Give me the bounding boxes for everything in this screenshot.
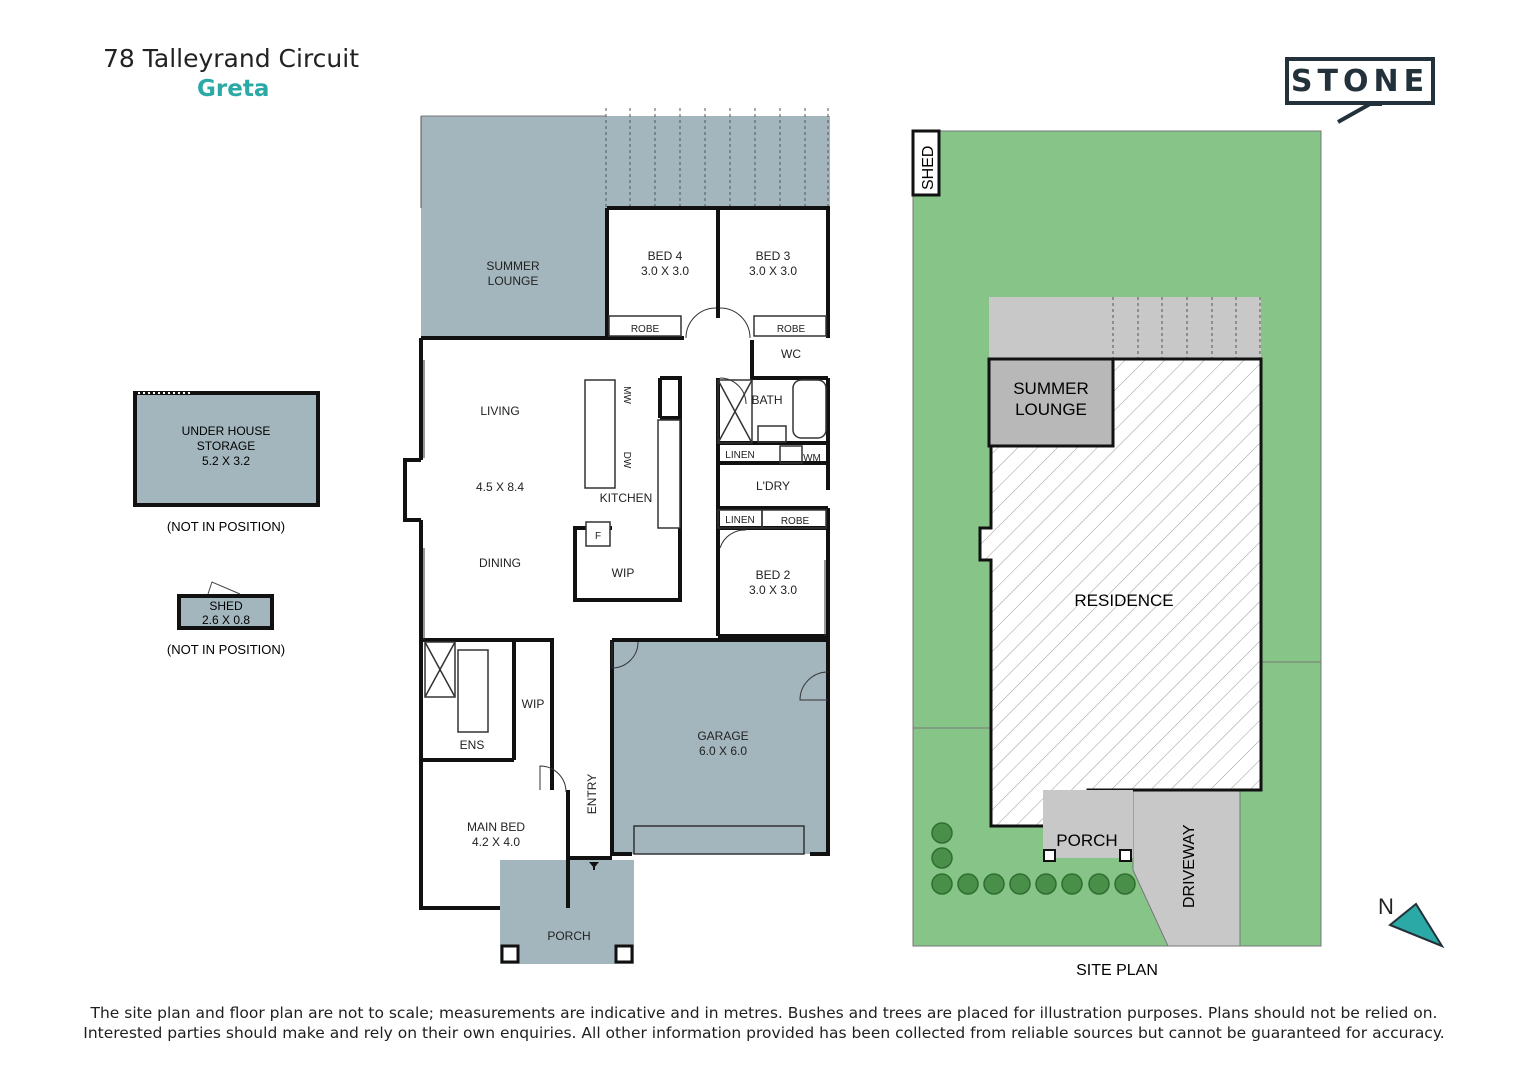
wm-label: WM bbox=[803, 453, 821, 464]
dining-label: DINING bbox=[479, 556, 521, 570]
living-label: LIVING bbox=[480, 404, 519, 418]
disclaimer: The site plan and floor plan are not to … bbox=[0, 1003, 1528, 1043]
property-address: 78 Talleyrand Circuit bbox=[103, 44, 360, 73]
summer-lounge-label-1: SUMMER bbox=[486, 259, 540, 273]
porch-label: PORCH bbox=[547, 929, 590, 943]
garage-label: GARAGE bbox=[697, 729, 748, 743]
ensuite-label: ENS bbox=[460, 738, 485, 752]
wip-kitchen-label: WIP bbox=[612, 566, 635, 580]
kitchen-label: KITCHEN bbox=[600, 491, 653, 505]
north-arrow-icon bbox=[1388, 902, 1445, 949]
site-porch-label: PORCH bbox=[1056, 831, 1117, 850]
site-summer-lounge-label-1: SUMMER bbox=[1013, 379, 1089, 398]
bed3-dims: 3.0 X 3.0 bbox=[749, 264, 797, 278]
site-plan: SHED SUMMER LOUNGE RESIDENCE PORCH DRIVE… bbox=[911, 129, 1445, 979]
shed-label: SHED bbox=[209, 599, 243, 613]
site-shed-label: SHED bbox=[920, 146, 937, 190]
bed4-label: BED 4 bbox=[648, 249, 683, 263]
bed3-label: BED 3 bbox=[756, 249, 791, 263]
alfresco-area bbox=[421, 116, 830, 208]
stone-logo: STONE bbox=[1285, 57, 1435, 105]
under-house-storage bbox=[133, 391, 320, 507]
dishwasher-label: DW bbox=[621, 452, 632, 469]
shed-note: (NOT IN POSITION) bbox=[167, 642, 285, 657]
wip-bed-label: WIP bbox=[522, 697, 545, 711]
site-alfresco bbox=[989, 297, 1261, 359]
site-porch bbox=[1043, 790, 1133, 858]
main-bed-dims: 4.2 X 4.0 bbox=[472, 835, 520, 849]
storage-label-1: UNDER HOUSE bbox=[182, 424, 271, 438]
main-bed-label: MAIN BED bbox=[467, 820, 525, 834]
bed2-label: BED 2 bbox=[756, 568, 791, 582]
outbuildings-diagram: UNDER HOUSE STORAGE 5.2 X 3.2 (NOT IN PO… bbox=[133, 391, 320, 657]
robe-bed3-label: ROBE bbox=[777, 324, 806, 335]
bed4-dims: 3.0 X 3.0 bbox=[641, 264, 689, 278]
site-plan-title: SITE PLAN bbox=[1076, 962, 1158, 979]
microwave-label: MW bbox=[621, 386, 632, 404]
driveway-label: DRIVEWAY bbox=[1181, 824, 1198, 908]
linen-bath-label: LINEN bbox=[725, 450, 754, 461]
north-label: N bbox=[1378, 894, 1394, 919]
bed2-dims: 3.0 X 3.0 bbox=[749, 583, 797, 597]
bath-label: BATH bbox=[751, 393, 782, 407]
garage-dims: 6.0 X 6.0 bbox=[699, 744, 747, 758]
garage-room bbox=[612, 640, 828, 854]
robe-bed4-label: ROBE bbox=[631, 324, 660, 335]
floor-plan: SUMMER LOUNGE BED 4 3.0 X 3.0 BED 3 3.0 … bbox=[403, 108, 830, 964]
robe-bed2-label: ROBE bbox=[781, 516, 810, 527]
site-shed bbox=[911, 129, 941, 197]
entry-label: ENTRY bbox=[585, 774, 599, 814]
storage-note: (NOT IN POSITION) bbox=[167, 519, 285, 534]
laundry-label: L'DRY bbox=[756, 479, 790, 493]
residence-label: RESIDENCE bbox=[1074, 591, 1173, 610]
site-summer-lounge-label-2: LOUNGE bbox=[1015, 400, 1087, 419]
site-summer-lounge bbox=[987, 357, 1115, 448]
storage-dims: 5.2 X 3.2 bbox=[202, 454, 250, 468]
summer-lounge-room bbox=[421, 208, 607, 336]
linen-laundry-label: LINEN bbox=[725, 515, 754, 526]
disclaimer-line-1: The site plan and floor plan are not to … bbox=[90, 1004, 1438, 1022]
storage-label-2: STORAGE bbox=[197, 439, 255, 453]
shed-dims: 2.6 X 0.8 bbox=[202, 613, 250, 627]
disclaimer-line-2: Interested parties should make and rely … bbox=[83, 1024, 1445, 1042]
summer-lounge-label-2: LOUNGE bbox=[488, 274, 539, 288]
living-dims: 4.5 X 8.4 bbox=[476, 480, 524, 494]
logo-tail-icon bbox=[1337, 102, 1382, 124]
site-residence bbox=[978, 357, 1263, 828]
wc-label: WC bbox=[781, 347, 801, 361]
shed-outbuilding bbox=[177, 594, 274, 630]
property-suburb: Greta bbox=[197, 76, 270, 102]
fridge-label: F bbox=[595, 531, 601, 542]
